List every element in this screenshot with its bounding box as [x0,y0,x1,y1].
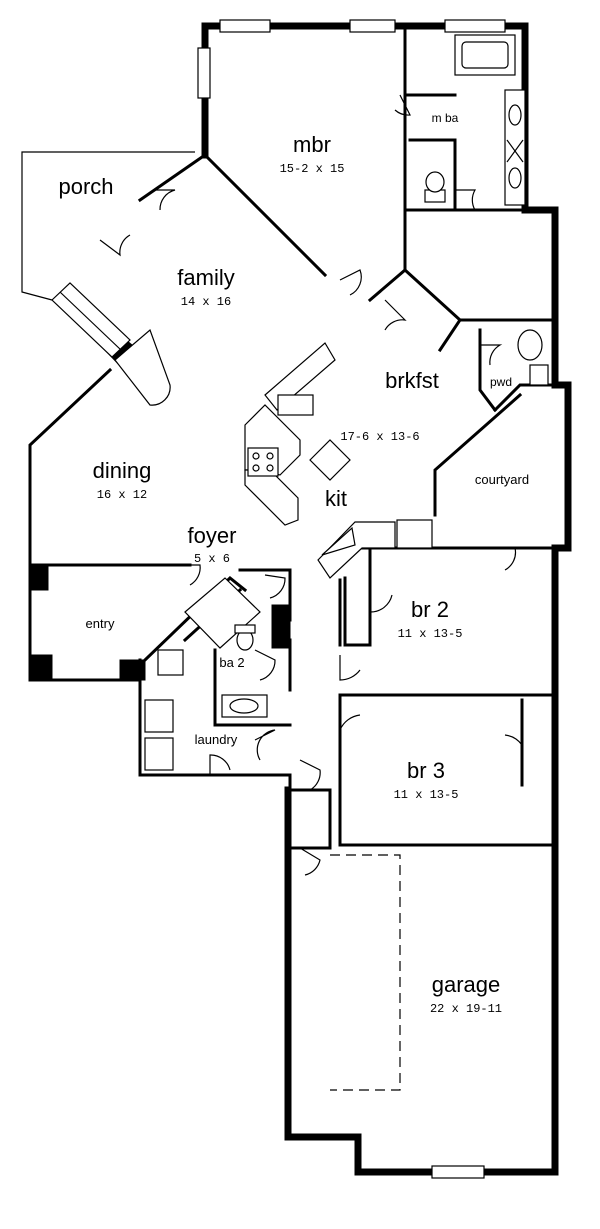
label-foyer: foyer [188,523,237,548]
label-family: family [177,265,234,290]
dims-br3: 11 x 13-5 [394,788,459,802]
doors [99,94,523,876]
windows [197,19,506,1179]
label-courtyard: courtyard [475,472,529,487]
kitchen-counters [244,342,433,579]
dims-dining: 16 x 12 [97,488,147,502]
fireplace [51,282,171,406]
dims-garage: 22 x 19-11 [430,1002,502,1016]
label-entry: entry [86,616,115,631]
dims-br2: 11 x 13-5 [398,627,463,641]
label-garage: garage [432,972,501,997]
label-porch: porch [58,174,113,199]
label-laundry: laundry [195,732,238,747]
bath-fixtures [144,34,549,771]
label-ba2: ba 2 [219,655,244,670]
label-dining: dining [93,458,152,483]
dims-family: 14 x 16 [181,295,231,309]
interior-walls [28,28,557,850]
label-br2: br 2 [411,597,449,622]
room-labels: mbr 15-2 x 15 m ba porch family 14 x 16 … [58,111,529,1016]
dims-kit: 17-6 x 13-6 [340,430,419,444]
dims-foyer: 5 x 6 [194,552,230,566]
garage-parking-outline [330,854,401,1091]
label-br3: br 3 [407,758,445,783]
label-brkfst: brkfst [385,368,439,393]
label-mba: m ba [432,111,459,125]
label-pwd: pwd [490,375,512,389]
label-kit: kit [325,486,347,511]
dims-mbr: 15-2 x 15 [280,162,345,176]
label-mbr: mbr [293,132,331,157]
